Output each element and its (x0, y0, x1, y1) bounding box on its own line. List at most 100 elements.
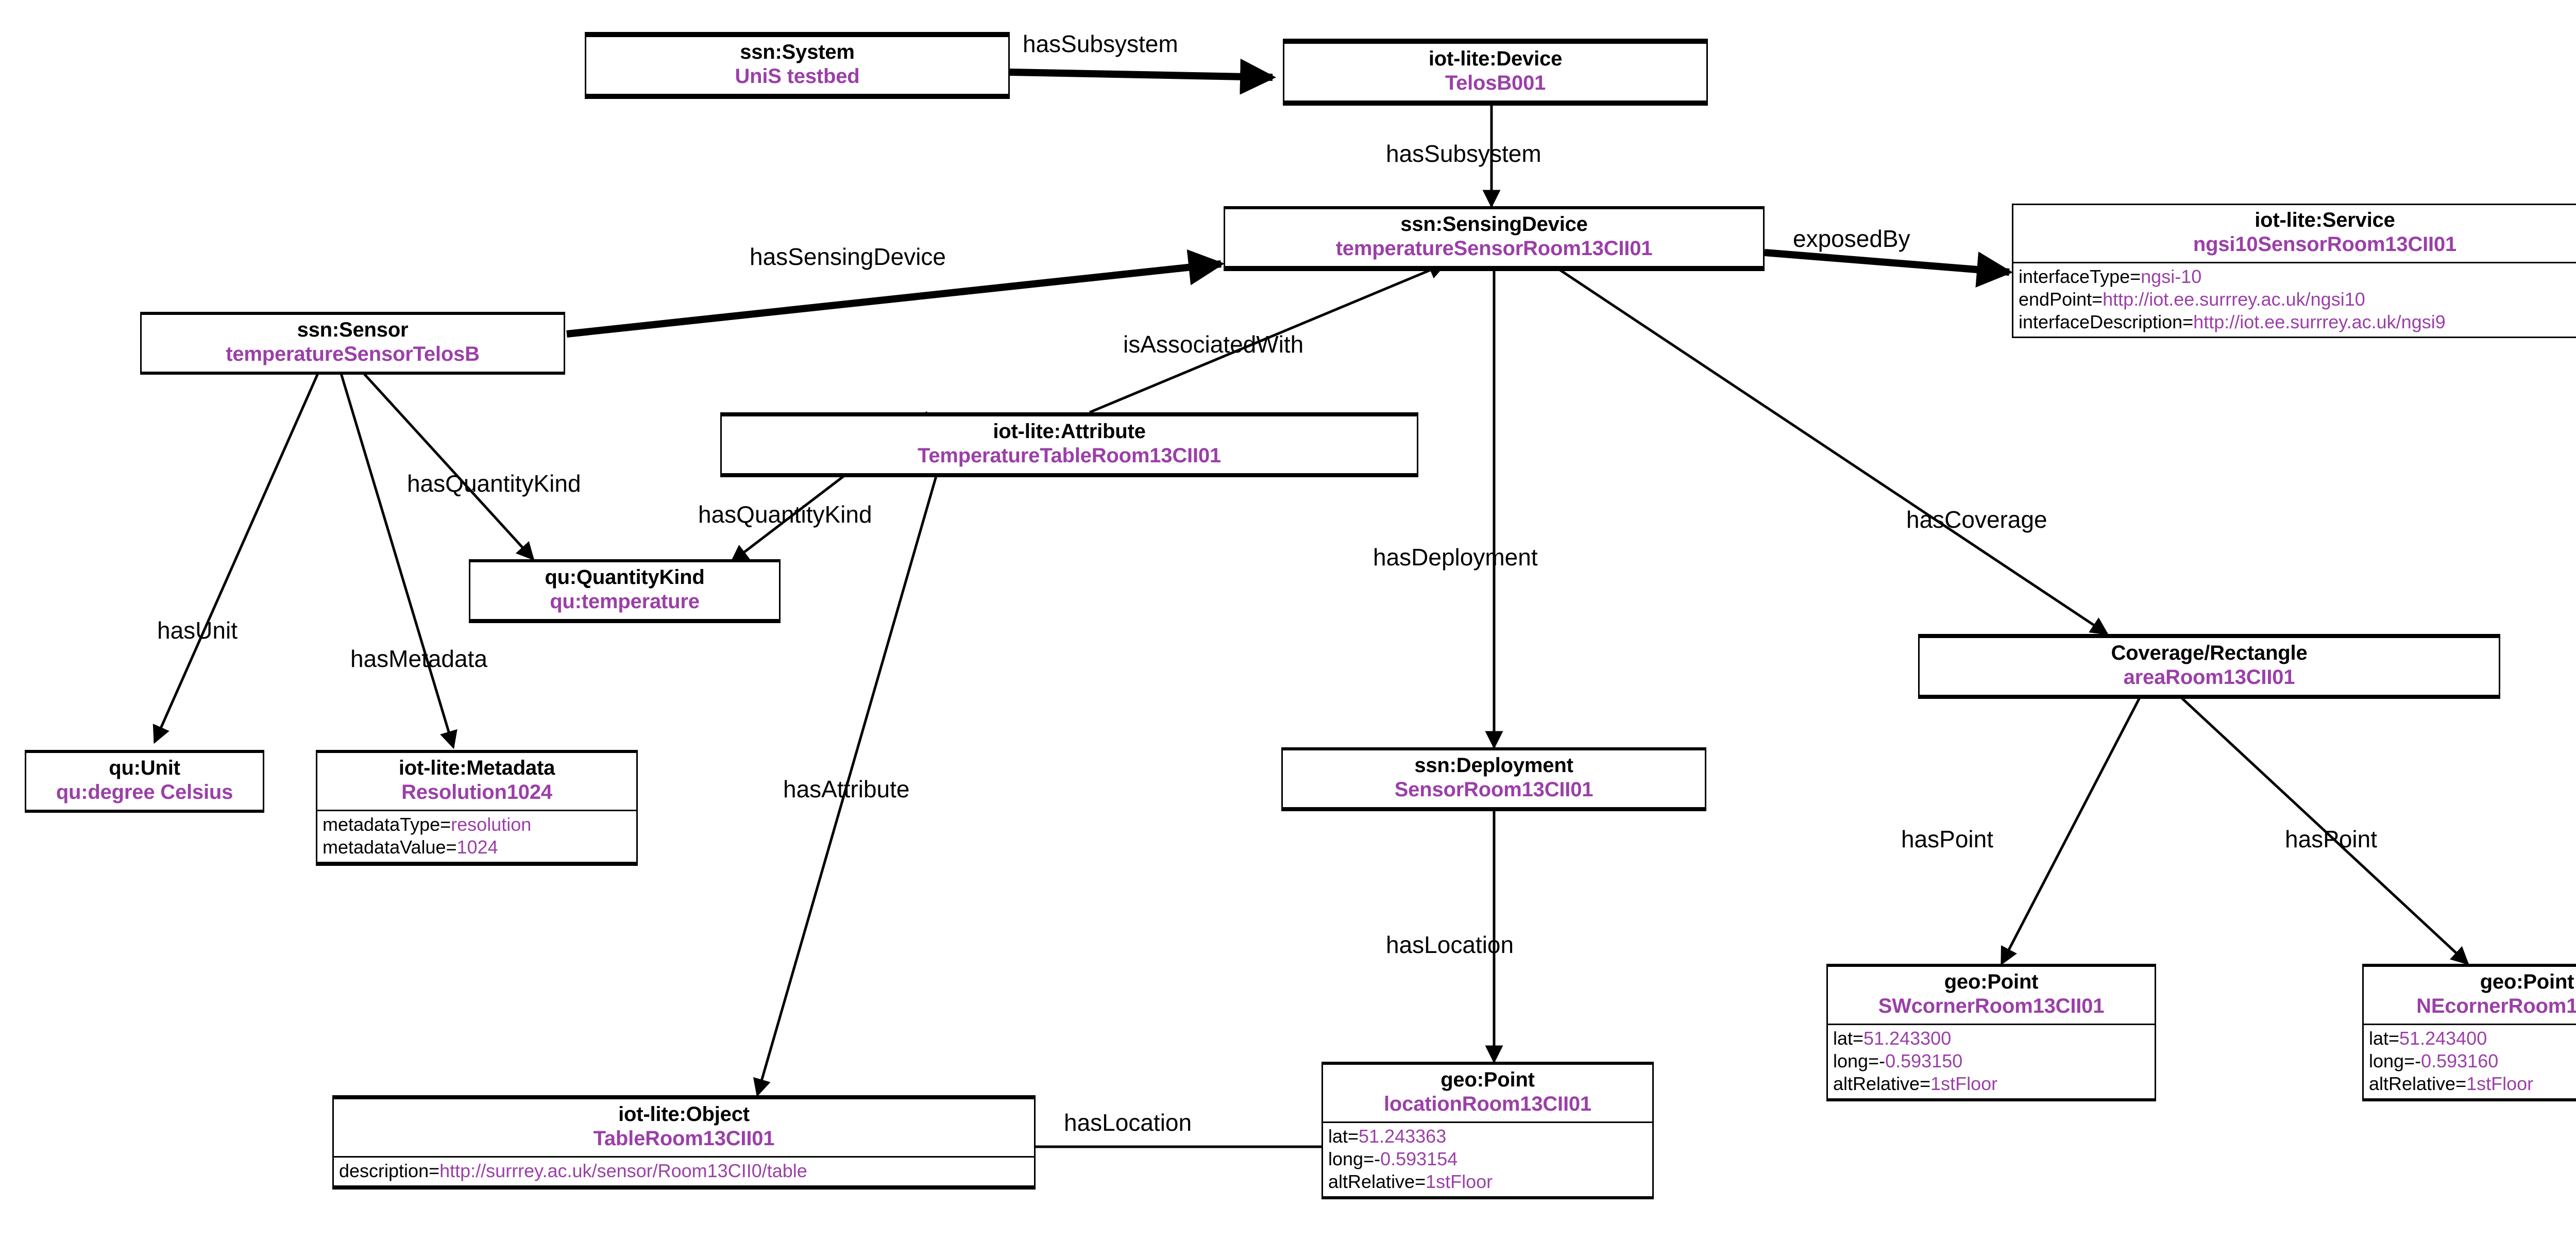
edge-has-unit (152, 369, 321, 744)
attribute-row: metadataType=resolution (323, 813, 632, 836)
attribute-key: interfaceDescription= (2019, 311, 2194, 333)
attribute-key: interfaceType= (2019, 266, 2141, 288)
attribute-key: long=- (1328, 1148, 1381, 1170)
node-ssn-sensing-device[interactable]: ssn:SensingDevice temperatureSensorRoom1… (1224, 206, 1765, 272)
node-instance-name: TelosB001 (1445, 72, 1546, 95)
attribute-row: long=-0.593160 (2369, 1050, 2576, 1073)
edge-has-sensing-device (566, 249, 1225, 338)
node-attributes: lat=51.243400 long=-0.593160 altRelative… (2364, 1024, 2576, 1098)
attribute-key: long=- (2369, 1050, 2421, 1072)
node-class-name: ssn:SensingDevice (1400, 213, 1588, 236)
attribute-value: 51.243300 (1863, 1028, 1952, 1049)
node-instance-name: qu:degree Celsius (56, 781, 233, 804)
attribute-value: 1stFloor (1930, 1073, 1998, 1095)
node-instance-name: SWcornerRoom13CII01 (1878, 995, 2105, 1018)
attribute-key: lat= (2369, 1028, 2400, 1049)
attribute-key: metadataType= (323, 814, 451, 835)
attribute-value: http://surrrey.ac.uk/sensor/Room13CII0/t… (439, 1160, 807, 1182)
attribute-row: lat=51.243300 (1833, 1027, 2150, 1050)
node-geo-point-location[interactable]: geo:Point locationRoom13CII01 lat=51.243… (1321, 1062, 1654, 1200)
edge-exposed-by (1764, 249, 2013, 288)
attribute-key: metadataValue= (323, 836, 457, 858)
node-class-name: ssn:System (740, 41, 855, 63)
node-instance-name: Resolution1024 (401, 781, 552, 804)
node-header: Coverage/Rectangle areaRoom13CII01 (1920, 638, 2499, 695)
attribute-row: long=-0.593154 (1328, 1148, 1648, 1170)
edge-label-has-location-1: hasLocation (1386, 931, 1514, 958)
node-class-name: geo:Point (1440, 1068, 1535, 1091)
node-attributes: metadataType=resolution metadataValue=10… (317, 810, 636, 862)
node-class-name: iot-lite:Attribute (993, 420, 1146, 443)
node-header: iot-lite:Service ngsi10SensorRoom13CII01 (2013, 205, 2576, 262)
node-header: geo:Point NEcornerRoom13CII01 (2364, 967, 2576, 1024)
attribute-value: 51.243400 (2399, 1028, 2487, 1049)
attribute-row: long=-0.593150 (1833, 1050, 2150, 1073)
attribute-value: resolution (451, 814, 532, 835)
attribute-row: metadataValue=1024 (323, 836, 632, 859)
attribute-key: lat= (1328, 1126, 1359, 1147)
node-geo-point-sw-corner[interactable]: geo:Point SWcornerRoom13CII01 lat=51.243… (1826, 964, 2156, 1102)
node-instance-name: NEcornerRoom13CII01 (2416, 995, 2576, 1018)
node-class-name: ssn:Sensor (297, 319, 409, 341)
attribute-row: interfaceType=ngsi-10 (2019, 265, 2576, 288)
node-instance-name: temperatureSensorRoom13CII01 (1335, 237, 1653, 260)
edge-label-has-attribute: hasAttribute (783, 776, 910, 802)
attribute-key: long=- (1833, 1050, 1886, 1072)
node-iot-lite-object[interactable]: iot-lite:Object TableRoom13CII01 descrip… (332, 1095, 1036, 1190)
attribute-row: lat=51.243363 (1328, 1125, 1648, 1148)
node-ssn-sensor[interactable]: ssn:Sensor temperatureSensorTelosB (140, 312, 565, 375)
node-class-name: Coverage/Rectangle (2111, 642, 2308, 664)
node-header: ssn:System UniS testbed (586, 37, 1008, 94)
node-instance-name: ngsi10SensorRoom13CII01 (2193, 233, 2457, 256)
node-header: geo:Point locationRoom13CII01 (1323, 1065, 1652, 1121)
node-class-name: iot-lite:Device (1428, 47, 1563, 70)
edge-has-subsystem-1 (1009, 58, 1276, 95)
node-header: ssn:Deployment SensorRoom13CII01 (1283, 750, 1705, 807)
node-header: iot-lite:Metadata Resolution1024 (317, 753, 636, 810)
attribute-row: lat=51.243400 (2369, 1027, 2576, 1050)
node-class-name: iot-lite:Metadata (398, 757, 555, 779)
attribute-value: 0.593150 (1885, 1050, 1963, 1072)
node-ssn-deployment[interactable]: ssn:Deployment SensorRoom13CII01 (1281, 747, 1706, 812)
edge-label-is-associated-with: isAssociatedWith (1123, 331, 1304, 358)
attribute-row: altRelative=1stFloor (1833, 1073, 2150, 1095)
edge-label-has-subsystem-2: hasSubsystem (1386, 140, 1541, 167)
node-attributes: lat=51.243300 long=-0.593150 altRelative… (1828, 1024, 2155, 1098)
attribute-value: 51.243363 (1359, 1126, 1447, 1147)
node-iot-lite-metadata[interactable]: iot-lite:Metadata Resolution1024 metadat… (316, 750, 638, 866)
node-qu-quantitykind[interactable]: qu:QuantityKind qu:temperature (469, 559, 781, 624)
node-iot-lite-device[interactable]: iot-lite:Device TelosB001 (1283, 39, 1708, 106)
edge-label-has-quantity-kind-2: hasQuantityKind (698, 501, 872, 528)
node-ssn-system[interactable]: ssn:System UniS testbed (585, 32, 1010, 99)
node-iot-lite-service[interactable]: iot-lite:Service ngsi10SensorRoom13CII01… (2012, 204, 2576, 339)
node-instance-name: qu:temperature (550, 590, 700, 613)
edge-label-has-location-2: hasLocation (1064, 1109, 1192, 1136)
node-header: iot-lite:Device TelosB001 (1284, 44, 1706, 101)
node-instance-name: SensorRoom13CII01 (1394, 778, 1594, 801)
attribute-value: 0.593154 (1380, 1148, 1458, 1170)
node-class-name: iot-lite:Service (2255, 209, 2395, 231)
edge-has-point-1 (2000, 695, 2142, 966)
edge-label-has-sensing-device: hasSensingDevice (750, 243, 946, 270)
node-coverage-rectangle[interactable]: Coverage/Rectangle areaRoom13CII01 (1918, 634, 2500, 699)
node-iot-lite-attribute[interactable]: iot-lite:Attribute TemperatureTableRoom1… (720, 412, 1418, 478)
edge-label-has-point-2: hasPoint (2285, 826, 2378, 852)
attribute-value: http://iot.ee.surrrey.ac.uk/ngsi10 (2103, 289, 2365, 310)
node-geo-point-ne-corner[interactable]: geo:Point NEcornerRoom13CII01 lat=51.243… (2362, 964, 2576, 1102)
node-qu-unit[interactable]: qu:Unit qu:degree Celsius (25, 750, 264, 813)
attribute-row: endPoint=http://iot.ee.surrrey.ac.uk/ngs… (2019, 288, 2576, 311)
node-header: ssn:SensingDevice temperatureSensorRoom1… (1225, 209, 1763, 266)
node-attributes: description=http://surrrey.ac.uk/sensor/… (334, 1156, 1034, 1185)
attribute-value: 1stFloor (1426, 1171, 1493, 1193)
node-attributes: lat=51.243363 long=-0.593154 altRelative… (1323, 1121, 1652, 1196)
attribute-key: altRelative= (2369, 1073, 2467, 1095)
node-instance-name: temperatureSensorTelosB (226, 343, 480, 366)
attribute-row: altRelative=1stFloor (2369, 1073, 2576, 1095)
node-header: iot-lite:Object TableRoom13CII01 (334, 1099, 1034, 1156)
node-instance-name: TableRoom13CII01 (593, 1127, 775, 1150)
edge-label-has-quantity-kind-1: hasQuantityKind (407, 470, 581, 497)
node-class-name: geo:Point (1944, 970, 2039, 993)
edge-label-has-metadata: hasMetadata (350, 645, 487, 672)
